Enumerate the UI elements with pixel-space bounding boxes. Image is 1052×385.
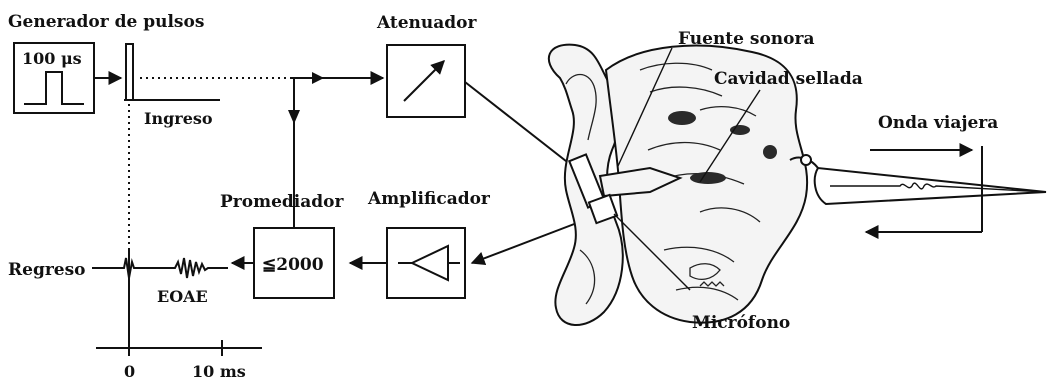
input-label: Ingreso: [144, 109, 213, 128]
microphone-label: Micrófono: [692, 313, 790, 333]
traveling-wave-label: Onda viajera: [878, 113, 998, 133]
pulse-generator-label: Generador de pulsos: [8, 12, 204, 32]
inner-ear-mark: [730, 125, 750, 135]
cavity-mark: [690, 172, 726, 184]
pulse-duration-label: 100 μs: [22, 49, 82, 68]
pulse-generator-block: Generador de pulsos 100 μs: [8, 12, 204, 113]
stimulus-pulse-bar: [126, 44, 133, 100]
averager-label: Promediador: [220, 192, 344, 212]
amplifier-label: Amplificador: [367, 189, 491, 209]
oval-window: [801, 155, 811, 165]
trigger-arrowhead: [288, 110, 300, 124]
sealed-cavity-label: Cavidad sellada: [714, 69, 863, 89]
time-zero-label: 0: [124, 362, 135, 381]
ossicle-mark: [668, 111, 696, 125]
to-sound-source-arrow: [465, 82, 580, 172]
eoae-label: EOAE: [157, 287, 208, 306]
eoae-response-trace: [92, 258, 228, 278]
traveling-wave-cone: [790, 146, 1046, 232]
averager-count-label: ≦2000: [262, 255, 324, 275]
mid-arrowhead: [312, 72, 324, 84]
attenuator-label: Atenuador: [376, 13, 478, 33]
attenuator-block: Atenuador: [376, 13, 478, 117]
amplifier-block: Amplificador: [367, 189, 491, 298]
time-ten-label: 10 ms: [192, 362, 246, 381]
traveling-wave-trace: [830, 183, 1046, 192]
averager-block: Promediador ≦2000: [220, 192, 344, 298]
time-axis: 0 10 ms: [96, 340, 262, 381]
return-label: Regreso: [8, 260, 86, 280]
cochlea-root-mark: [763, 145, 777, 159]
sound-source-label: Fuente sonora: [678, 29, 814, 49]
attenuator-box: [387, 45, 465, 117]
